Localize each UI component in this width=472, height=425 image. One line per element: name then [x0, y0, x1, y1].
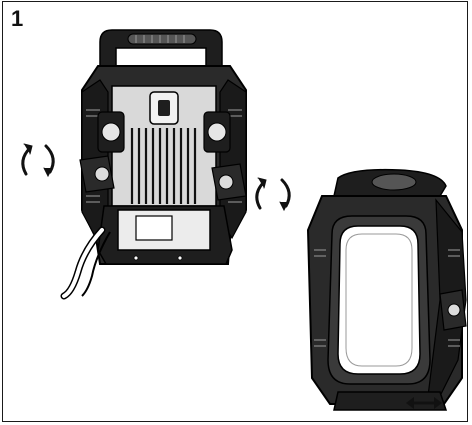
- step-number: 1: [11, 6, 24, 31]
- rotate-arrows-icon: [255, 177, 291, 212]
- work-light-front-view: [306, 168, 467, 411]
- double-headed-arrow-icon: [406, 397, 442, 409]
- rotate-arrows-icon: [21, 143, 55, 178]
- work-light-rear-view: [60, 29, 247, 300]
